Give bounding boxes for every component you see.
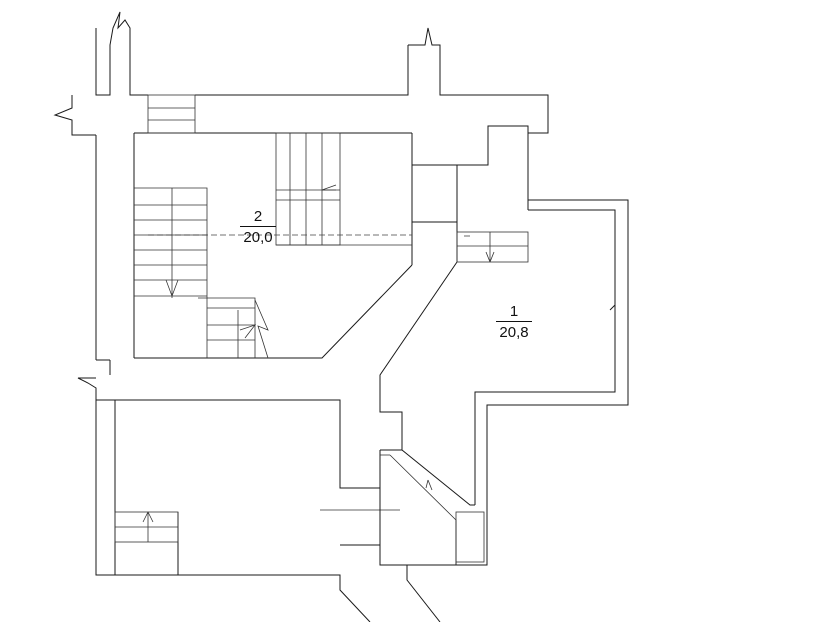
room-1-walls bbox=[379, 133, 629, 566]
stair-upper bbox=[148, 132, 412, 246]
room-number: 1 bbox=[509, 303, 519, 320]
lower-left-room bbox=[95, 399, 400, 622]
label-divider bbox=[240, 226, 276, 227]
room-label-1: 1 20,8 bbox=[484, 303, 544, 342]
stair-room-1 bbox=[456, 231, 529, 263]
room-label-2: 2 20,0 bbox=[228, 208, 288, 247]
room-area: 20,8 bbox=[499, 324, 529, 341]
label-divider bbox=[496, 321, 532, 322]
room-number: 2 bbox=[253, 208, 263, 225]
lower-stair-hall bbox=[379, 449, 487, 622]
upper-walls bbox=[77, 132, 457, 400]
stair-left bbox=[134, 187, 269, 359]
vent-shaft-left bbox=[53, 11, 148, 136]
vent-shaft-right bbox=[195, 27, 549, 166]
stair-top-small bbox=[147, 94, 196, 134]
room-area: 20,0 bbox=[243, 229, 273, 246]
